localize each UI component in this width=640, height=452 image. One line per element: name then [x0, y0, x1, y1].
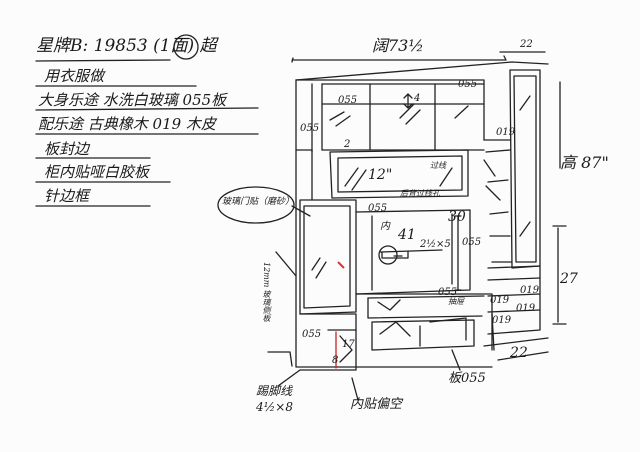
top-width-line	[291, 55, 507, 63]
panel-code-label: 055	[462, 237, 482, 248]
drawer-note: 抽屉	[448, 297, 464, 306]
panel-code-label: 055	[368, 203, 388, 214]
panel-code-label: 055	[302, 329, 322, 340]
inner-width-label: 41	[398, 227, 416, 243]
dim-2-label: 2	[344, 139, 351, 150]
note-line-4: 板封边	[44, 140, 90, 158]
note-line-3: 配乐途 古典橡木 019 木皮	[38, 115, 216, 133]
panel-code-label: 055	[438, 287, 458, 298]
knob-dim-label: 2½×5	[420, 239, 451, 250]
top-width-label: 阔73½	[372, 36, 424, 55]
base-depth-label: 22	[510, 345, 528, 361]
top-back-edge	[295, 61, 549, 81]
top-depth-label: 22	[520, 39, 533, 50]
base-height-label: 27	[560, 271, 578, 287]
panel-code-label: 055	[338, 95, 358, 106]
pencil-case-note: 内贴偏空	[350, 397, 403, 412]
note-underline	[35, 59, 171, 62]
dim-8-label: 8	[332, 355, 339, 366]
left-glass-cabinet	[299, 199, 357, 315]
panel-code-label: 019	[492, 315, 512, 326]
board-055-note: 板055	[448, 371, 486, 386]
panel-code-label: 055	[300, 123, 320, 134]
panel-code-label: 019	[490, 295, 510, 306]
panel-code-label: 019	[496, 127, 516, 138]
circled-mark	[173, 34, 199, 60]
glass-door-note: 玻璃门贴（磨砂）	[222, 197, 295, 207]
top-front-edge	[295, 79, 485, 141]
tv-opening	[329, 149, 469, 199]
note-line-6: 针边框	[44, 187, 90, 205]
skirting-note: 踢脚线 4½×8	[256, 384, 293, 414]
tv-opening-label: 12"	[368, 167, 393, 183]
pass-thru-note: 过线	[430, 161, 446, 170]
dim-4-label: 4	[414, 93, 421, 104]
note-underline	[35, 107, 259, 111]
inner-label: 内	[380, 221, 390, 232]
back-wire-note: 后背过线孔	[400, 189, 440, 198]
note-line-2: 大身乐途 水洗白玻璃 055板	[38, 91, 227, 109]
panel-code-label: 055	[458, 79, 478, 90]
base-drawer-front	[371, 319, 475, 351]
dim-17-label: 17	[342, 339, 355, 350]
note-line-1: 用衣服做	[44, 67, 105, 85]
panel-code-label: 019	[520, 285, 540, 296]
side-panel-note: 12mm 玻璃侧板	[262, 262, 271, 322]
note-line-5: 柜内贴哑白胶板	[44, 163, 150, 181]
model-line: 星牌B: 19853 (1面) 超	[36, 36, 217, 56]
front-left-edge	[295, 79, 493, 368]
inner-height-label: 30	[448, 209, 466, 225]
panel-code-label: 019	[516, 303, 536, 314]
height-label: 高 87"	[560, 153, 609, 172]
